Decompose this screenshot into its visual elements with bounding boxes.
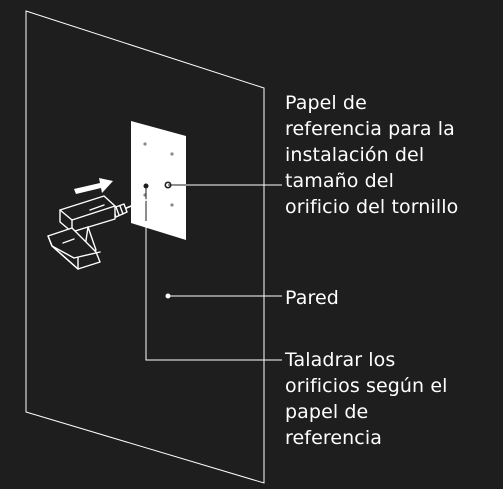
reference-paper-label: Papel de referencia para la instalación … [285, 90, 458, 220]
drill-holes-label: Taladrar los orificios según el papel de… [285, 347, 448, 451]
reference-paper-label-line: instalación del [285, 144, 425, 166]
reference-paper-label-line: Papel de [285, 92, 367, 114]
drill-holes-label-line: orificios según el [285, 375, 448, 397]
wall-label: Pared [285, 285, 339, 311]
wall-label-line: Pared [285, 287, 339, 309]
direction-arrow-icon [74, 178, 113, 194]
reference-paper [131, 121, 186, 240]
paper-hole-top-left [143, 142, 147, 146]
paper-hole-bottom-right [170, 203, 174, 207]
drill-holes-label-line: Taladrar los [285, 349, 396, 371]
reference-paper-label-line: orificio del tornillo [285, 196, 459, 218]
leader-dot-drill [143, 183, 149, 189]
wall-panel [25, 10, 265, 484]
drill-holes-label-line: papel de [285, 401, 369, 423]
reference-paper-label-line: referencia para la [285, 118, 455, 140]
drill-holes-label-line: referencia [285, 427, 382, 449]
reference-paper-label-line: tamaño del [285, 170, 394, 192]
paper-hole-top-right [170, 152, 174, 156]
power-drill-icon [47, 195, 147, 270]
